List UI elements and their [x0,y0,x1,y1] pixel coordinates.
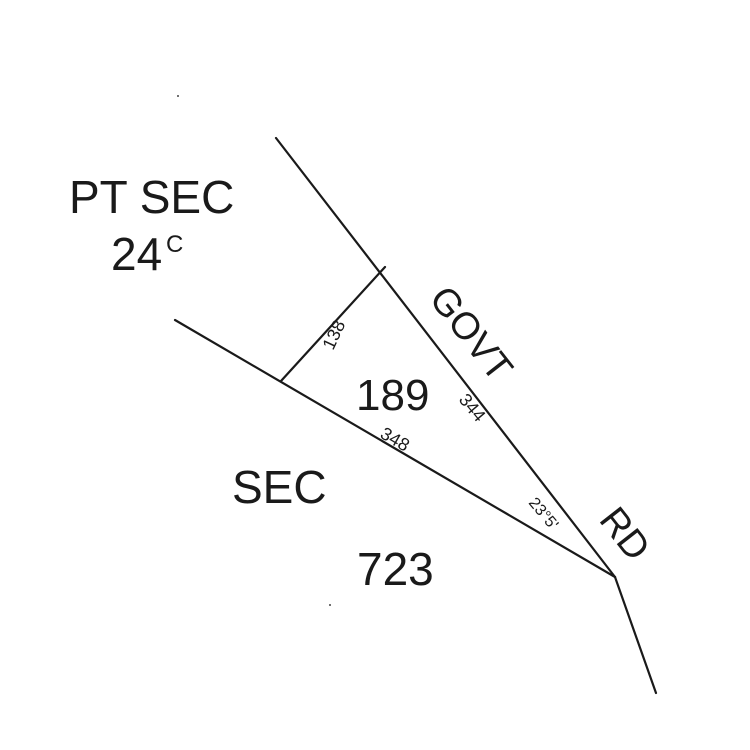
north-boundary-dimension: 138 [318,317,349,353]
north-boundary-line [279,265,387,383]
speck-mark [329,604,331,606]
road-name-govt: GOVT [421,279,520,390]
pt-sec-suffix: C [166,231,183,258]
pt-sec-label: PT SEC [69,171,234,223]
road-continuation-line [613,575,658,695]
govt-road-boundary-line [274,136,617,579]
road-frontage-dimension: 344 [455,390,490,426]
lot-number: 189 [356,371,429,420]
speck-mark [177,95,179,97]
south-boundary-line [173,318,617,579]
sec-number: 723 [357,543,434,595]
sec-label: SEC [232,461,327,513]
south-boundary-dimension: 348 [377,423,413,455]
pt-sec-number: 24 [111,228,162,280]
